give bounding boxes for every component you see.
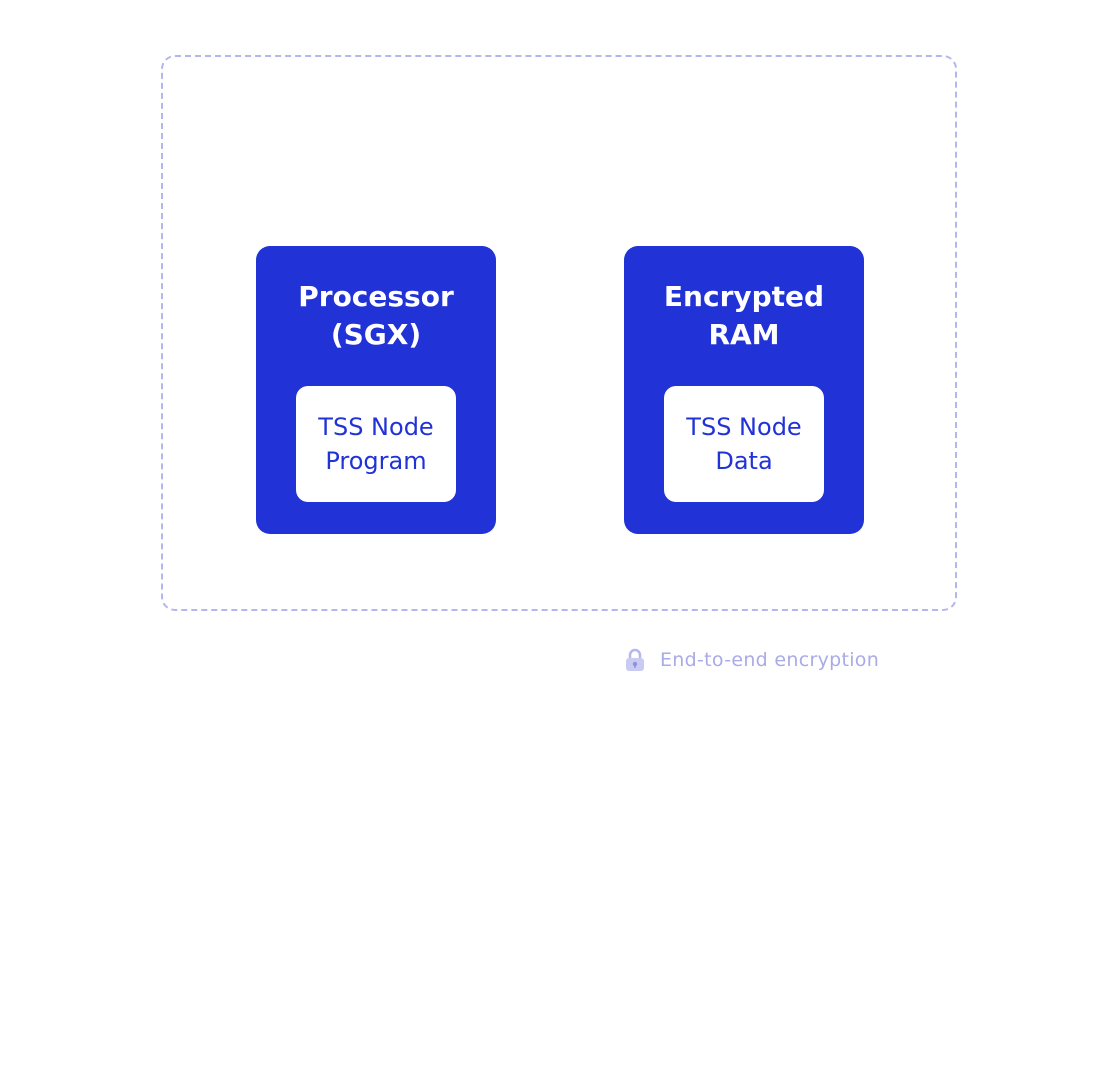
lock-icon: [622, 647, 648, 673]
encryption-note: End-to-end encryption: [622, 645, 879, 675]
processor-sgx-block: Processor (SGX) TSS Node Program: [256, 246, 496, 534]
tss-node-program-label: TSS Node Program: [318, 413, 434, 475]
tss-node-data-label: TSS Node Data: [686, 413, 802, 475]
encrypted-ram-title: Encrypted RAM: [663, 280, 825, 351]
tss-node-program-card: TSS Node Program: [296, 386, 456, 502]
encrypted-ram-block: Encrypted RAM TSS Node Data: [624, 246, 864, 534]
processor-title: Processor (SGX): [298, 280, 454, 351]
tss-node-data-card: TSS Node Data: [664, 386, 824, 502]
secure-enclave-boundary: [161, 55, 957, 611]
encryption-label: End-to-end encryption: [660, 649, 880, 671]
